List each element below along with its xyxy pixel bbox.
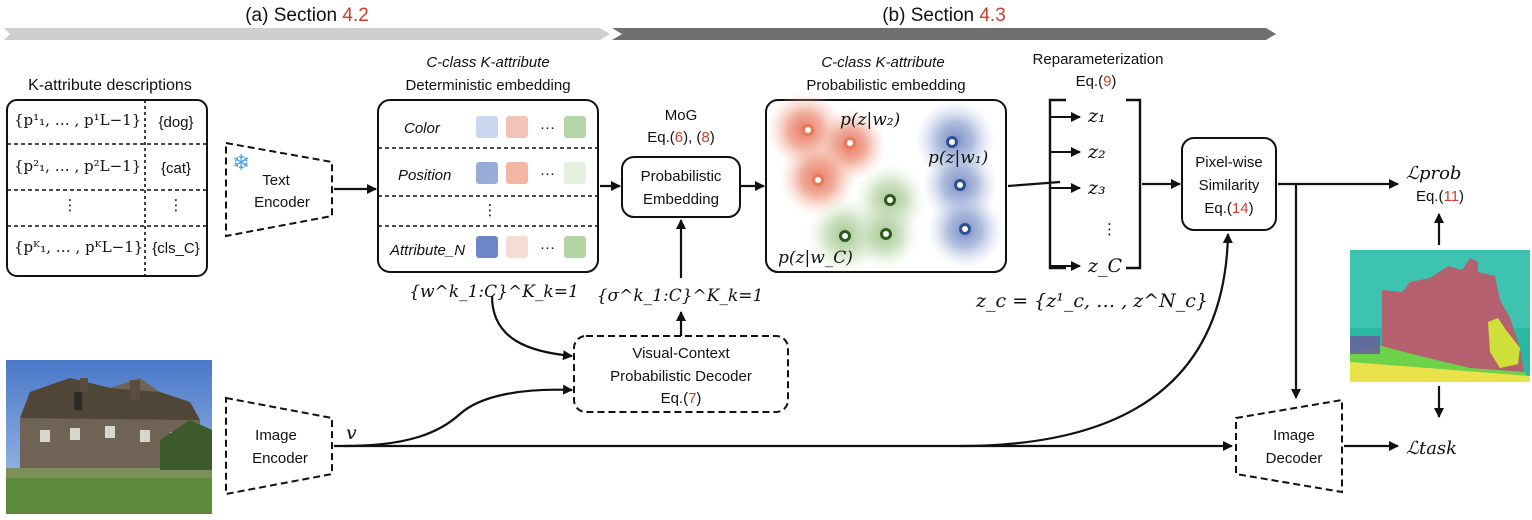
- pixel-sim-line2: Similarity: [1198, 177, 1260, 194]
- dist-label-wc: p(z|w_C): [778, 248, 853, 268]
- z-item-1: z₁: [1088, 105, 1106, 127]
- prob-title-1: C-class K-attribute: [821, 54, 945, 71]
- text-encoder-line2: Encoder: [254, 194, 310, 211]
- image-encoder-line1: Image: [255, 427, 297, 444]
- section-b-bar: [612, 28, 1276, 40]
- det-row-color-swatch-3: [564, 116, 586, 138]
- desc-row-4-left: {pᴷ₁, … , pᴷL−1}: [14, 238, 144, 256]
- z-item-3: z₃: [1088, 177, 1106, 199]
- det-row-position-ellipsis: ···: [540, 165, 555, 182]
- deterministic-box: [377, 99, 599, 273]
- z-set-label: z_c = {z¹_c, … , z^N_c}: [976, 290, 1208, 312]
- descriptions-title: K-attribute descriptions: [28, 77, 192, 94]
- mog-title: MoG: [664, 107, 698, 124]
- prob-embedding-line1: Probabilistic: [640, 168, 722, 185]
- prob-title-2: Probabilistic embedding: [806, 77, 966, 94]
- segmentation-map: [1350, 250, 1530, 382]
- pixel-similarity-box: [1181, 137, 1277, 231]
- z-item-more: ⋮: [1102, 221, 1117, 238]
- det-row-position-swatch-2: [506, 162, 528, 184]
- snowflake-icon: ❄: [232, 150, 251, 175]
- section-a-bar: [4, 28, 610, 40]
- gaussian-blobs: [767, 92, 1003, 273]
- det-row-color-label: Color: [404, 120, 440, 137]
- det-row-color-swatch-1: [476, 116, 498, 138]
- sigma-label: {σ^k_1:C}^K_k=1: [596, 286, 764, 306]
- pixel-sim-eq: Eq.(14): [1204, 200, 1254, 217]
- vc-decoder-eq: Eq.(7): [660, 390, 702, 407]
- section-b-label: (b) Section 4.3: [882, 5, 1006, 26]
- image-decoder-line1: Image: [1273, 427, 1315, 444]
- loss-task-label: ℒtask: [1406, 438, 1458, 459]
- dist-label-w1: p(z|w₁): [928, 148, 989, 168]
- desc-row-3-left: ⋮: [62, 197, 78, 214]
- desc-row-3-right: ⋮: [168, 197, 184, 214]
- prob-embedding-line2: Embedding: [643, 191, 719, 208]
- section-a-label: (a) Section 4.2: [245, 5, 369, 26]
- probabilistic-embedding-box: [621, 156, 741, 218]
- z-item-c: z_C: [1088, 255, 1123, 277]
- v-label: v: [346, 422, 357, 444]
- blob-centers: [802, 124, 971, 242]
- text-encoder-shape: [225, 141, 333, 238]
- input-photo: [6, 360, 212, 514]
- mog-eq: Eq.(6), (8): [647, 129, 715, 146]
- vc-decoder-line2: Probabilistic Decoder: [610, 368, 752, 385]
- det-title-2: Deterministic embedding: [405, 77, 571, 94]
- det-row-position-swatch-1: [476, 162, 498, 184]
- desc-row-2-left: {p²₁, … , p²L−1}: [14, 157, 142, 175]
- text-encoder-line1: Text: [262, 172, 290, 189]
- weights-label: {w^k_1:C}^K_k=1: [409, 282, 579, 302]
- loss-prob-label: ℒprob: [1406, 163, 1462, 184]
- desc-row-2-right: {cat}: [160, 160, 192, 177]
- reparam-eq: Eq.(9): [1075, 73, 1117, 90]
- image-encoder-shape: [225, 396, 333, 496]
- image-decoder-line2: Decoder: [1265, 450, 1323, 467]
- image-encoder-line2: Encoder: [252, 450, 308, 467]
- reparam-title: Reparameterization: [1032, 51, 1164, 68]
- det-row-color-ellipsis: ···: [540, 119, 555, 136]
- det-row-attribute-label: Attribute_N: [390, 242, 466, 259]
- desc-row-1-left: {p¹₁, … , p¹L−1}: [14, 111, 142, 129]
- desc-row-4-right: {cls_C}: [152, 240, 200, 257]
- z-bracket: [1048, 98, 1142, 270]
- image-decoder-shape: [1235, 398, 1343, 494]
- det-row-more: ⋮: [482, 202, 498, 219]
- det-row-position-swatch-3: [564, 162, 586, 184]
- det-title-1: C-class K-attribute: [426, 54, 550, 71]
- det-row-attribute-swatch-1: [476, 236, 498, 258]
- det-row-attribute-swatch-3: [564, 236, 586, 258]
- det-row-color-swatch-2: [506, 116, 528, 138]
- loss-prob-eq: Eq.(11): [1415, 188, 1465, 205]
- dist-label-w2: p(z|w₂): [840, 110, 901, 130]
- det-row-attribute-swatch-2: [506, 236, 528, 258]
- desc-row-1-right: {dog}: [158, 114, 194, 131]
- det-row-position-label: Position: [398, 167, 452, 184]
- z-item-2: z₂: [1088, 141, 1106, 163]
- vc-decoder-line1: Visual-Context: [632, 345, 730, 362]
- det-row-attribute-ellipsis: ···: [540, 239, 555, 256]
- pixel-sim-line1: Pixel-wise: [1195, 154, 1263, 171]
